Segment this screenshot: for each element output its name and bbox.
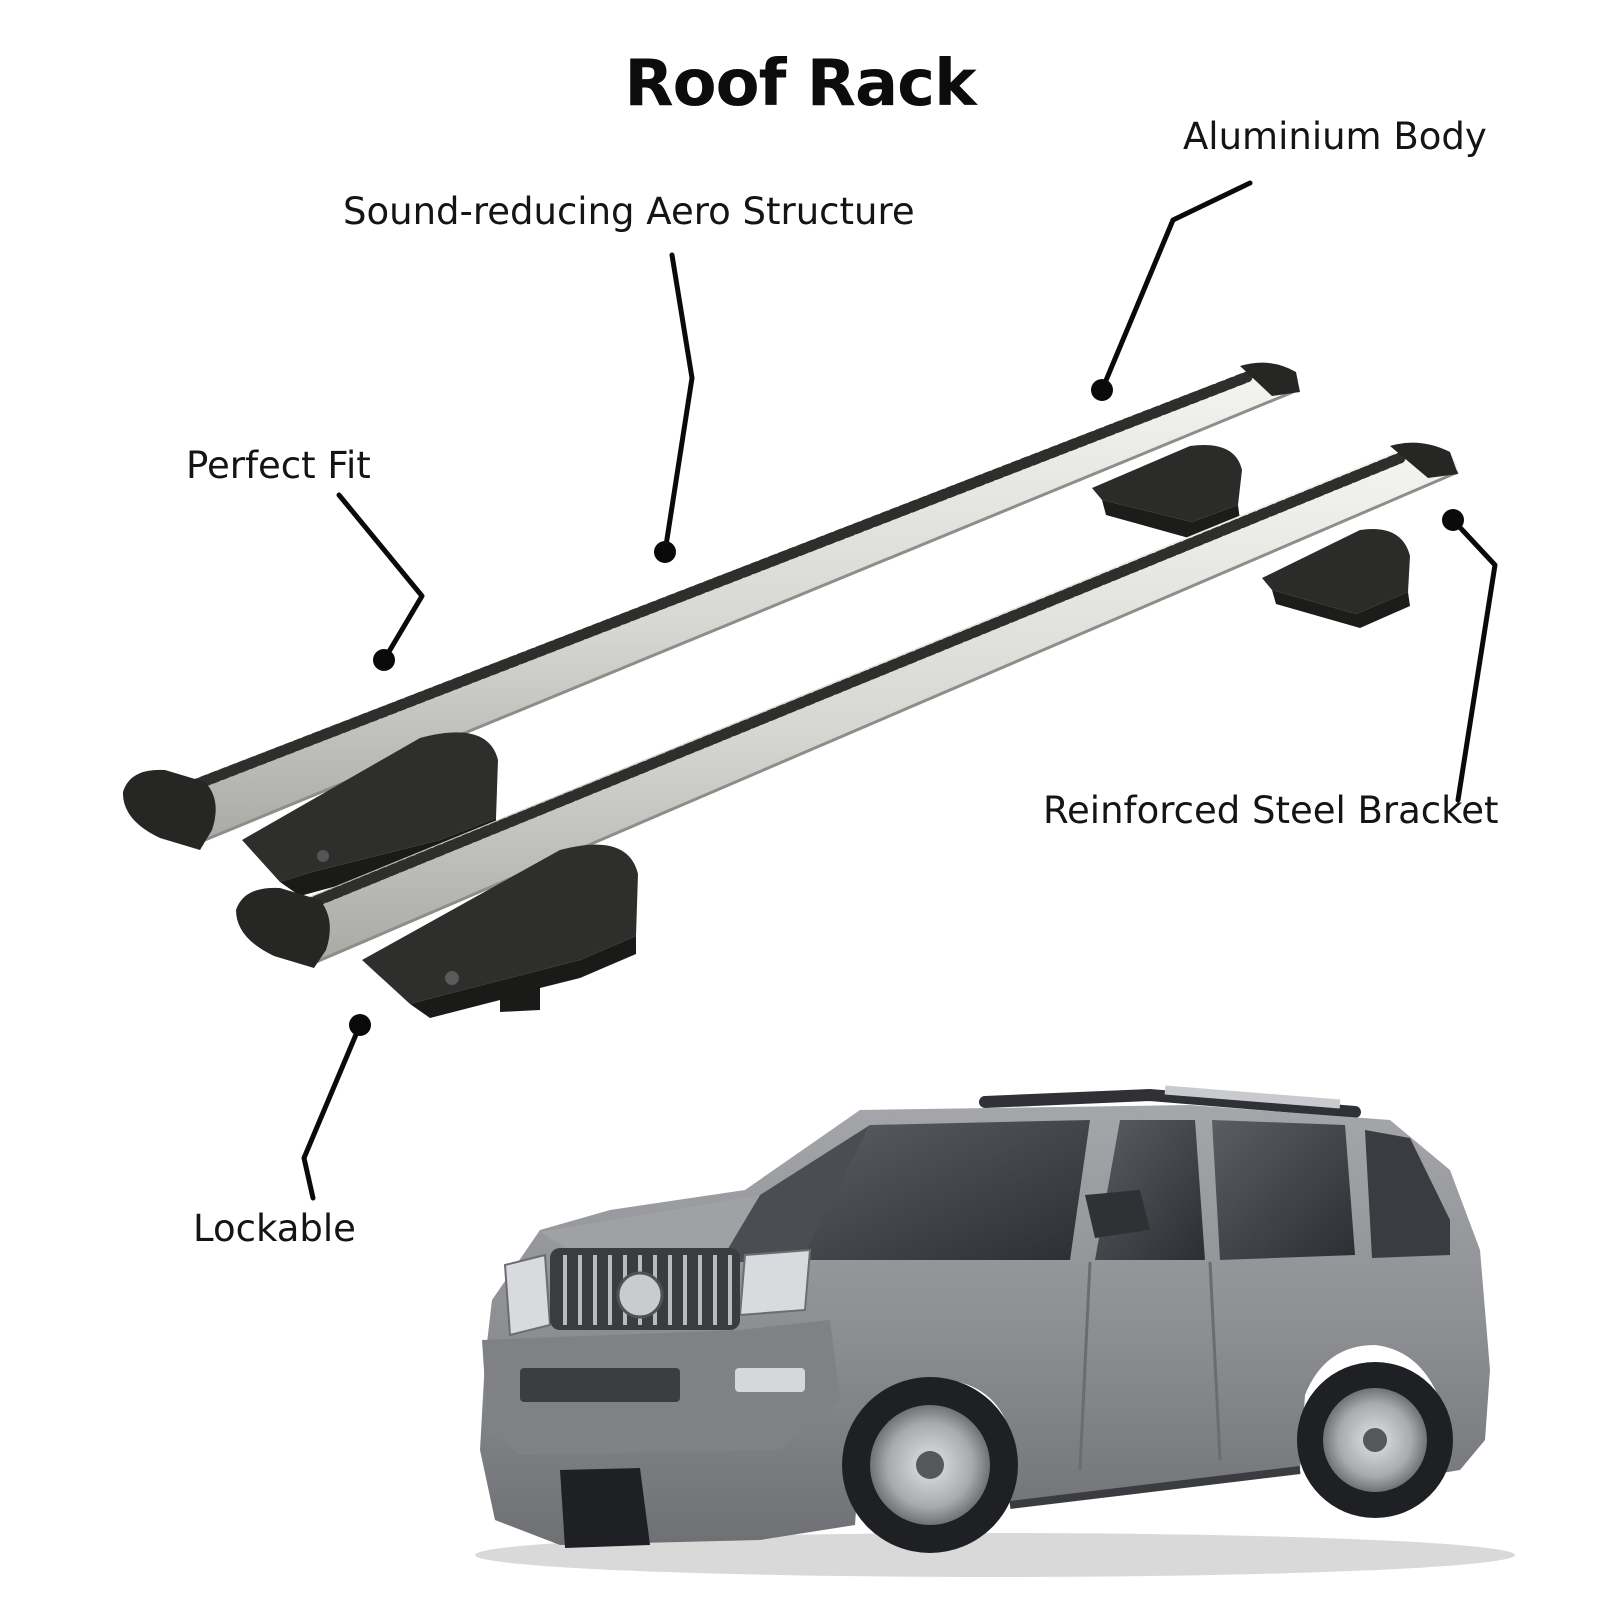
callout-perfect-fit: Perfect Fit xyxy=(186,444,371,487)
callout-aero-structure: Sound-reducing Aero Structure xyxy=(343,190,915,233)
leader-dots xyxy=(349,379,1464,1036)
top-crossbar xyxy=(122,362,1300,850)
brand-emblem-icon xyxy=(616,1271,664,1319)
front-foot-bottom-bar xyxy=(362,844,638,1018)
lock-icon xyxy=(445,971,459,985)
bottom-crossbar xyxy=(236,442,1459,968)
callout-lockable: Lockable xyxy=(193,1207,356,1250)
callout-steel-bracket: Reinforced Steel Bracket xyxy=(1043,789,1499,832)
leader-lines xyxy=(301,180,1498,1201)
suv-illustration xyxy=(475,1085,1515,1577)
page-title: Roof Rack xyxy=(624,47,976,121)
callout-aluminium-body: Aluminium Body xyxy=(1183,115,1487,158)
front-foot-top-bar xyxy=(242,732,498,896)
rear-foot-bottom-bar xyxy=(1262,529,1410,628)
